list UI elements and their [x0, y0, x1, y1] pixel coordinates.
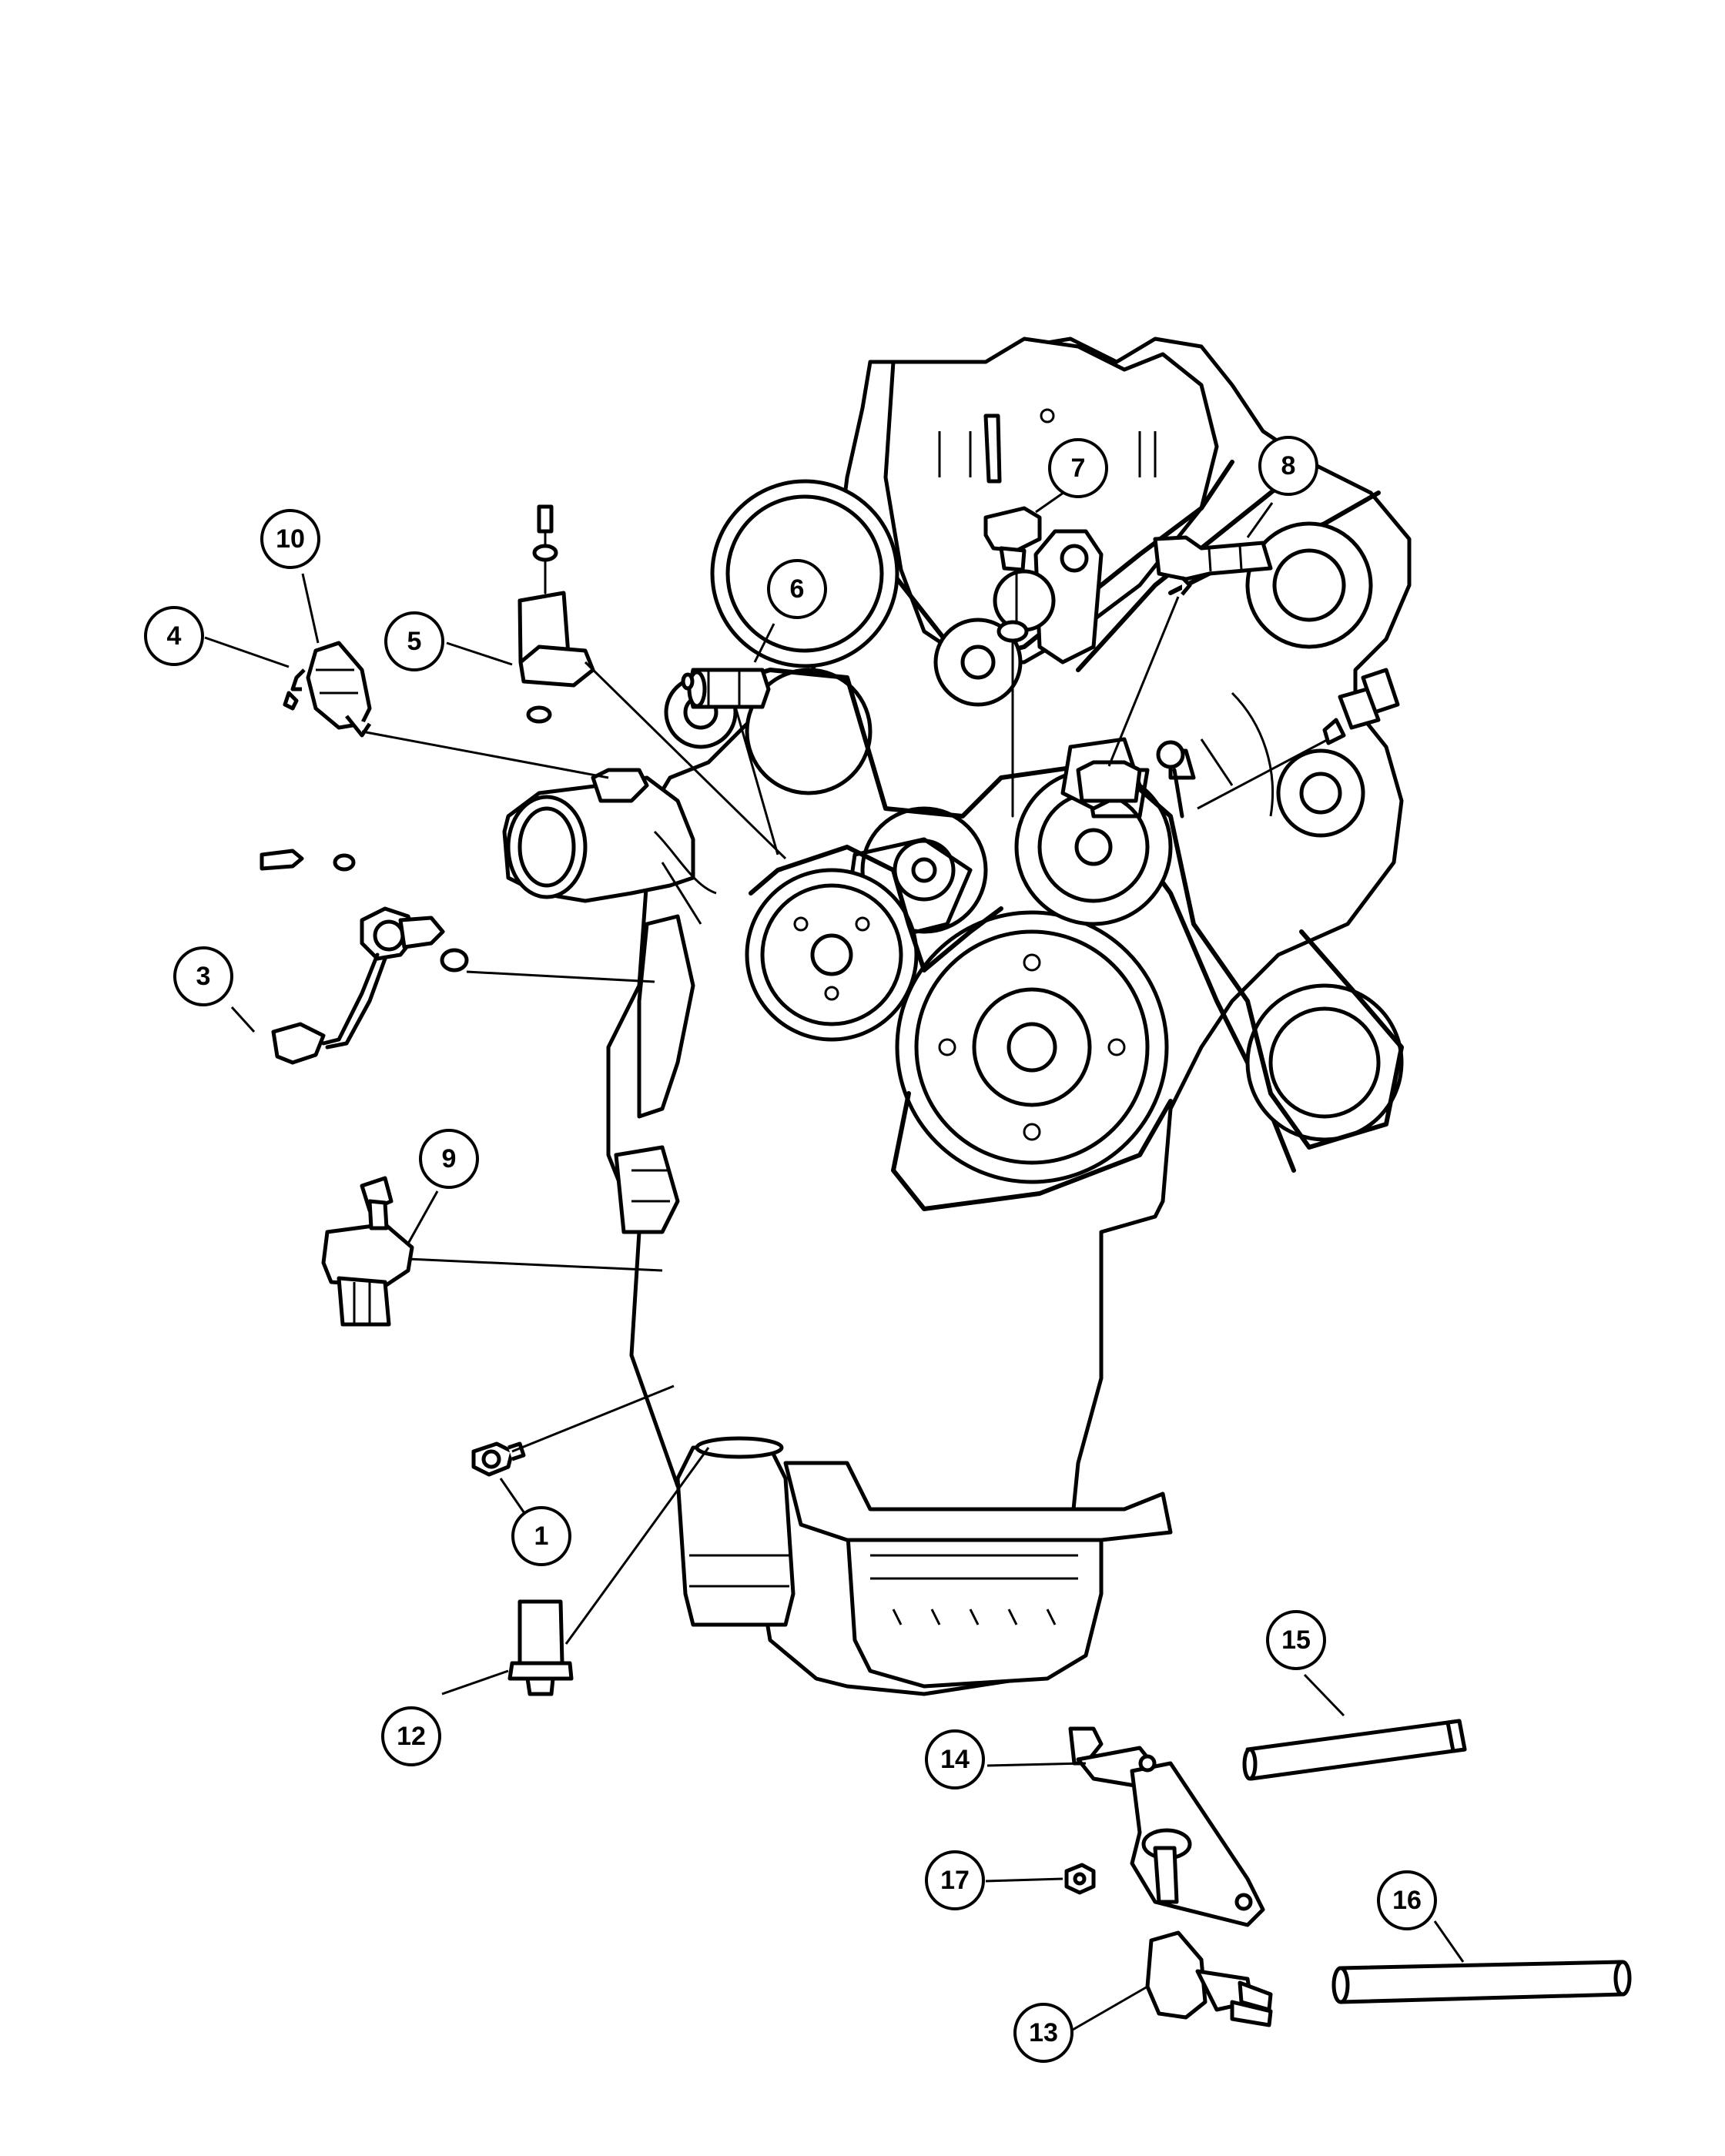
- callout-6: 6: [767, 559, 827, 619]
- part-sensor-3: [260, 849, 469, 1065]
- part-rod-15: [1242, 1719, 1467, 1781]
- part-sensor-7: [983, 413, 1042, 818]
- svg-text:1: 1: [534, 1522, 549, 1551]
- part-sensor-5: [518, 504, 595, 724]
- svg-text:4: 4: [167, 621, 182, 651]
- callout-12: 12: [381, 1706, 441, 1766]
- callout-10: 10: [260, 509, 320, 569]
- svg-text:17: 17: [940, 1866, 970, 1895]
- svg-text:6: 6: [790, 574, 805, 604]
- svg-text:3: 3: [196, 962, 211, 991]
- callout-9: 9: [419, 1129, 479, 1189]
- part-sensor-right: [1322, 668, 1400, 745]
- callout-13: 13: [1013, 2003, 1074, 2063]
- callout-1: 1: [511, 1506, 571, 1566]
- part-sensor-9: [321, 1176, 414, 1327]
- callout-7: 7: [1048, 438, 1108, 498]
- svg-text:9: 9: [442, 1144, 457, 1173]
- part-sensor-6: [681, 668, 771, 709]
- callout-16: 16: [1377, 1870, 1437, 1930]
- callout-4: 4: [144, 606, 204, 666]
- callout-5: 5: [384, 611, 444, 671]
- part-tube-16: [1331, 1960, 1632, 2004]
- part-sensor-13: [1145, 1930, 1273, 2027]
- part-sensor-12: [507, 1599, 574, 1696]
- part-bracket-14: [1068, 1726, 1265, 1927]
- svg-text:7: 7: [1071, 454, 1086, 483]
- callout-3: 3: [173, 946, 233, 1006]
- svg-text:10: 10: [276, 524, 305, 554]
- part-sensor-4-10: [283, 641, 372, 738]
- part-nut-17: [1064, 1863, 1096, 1895]
- callout-14: 14: [925, 1729, 985, 1789]
- svg-text:5: 5: [407, 627, 422, 656]
- leader-lines: [204, 487, 1465, 2031]
- svg-text:8: 8: [1281, 451, 1296, 480]
- callout-15: 15: [1266, 1610, 1326, 1670]
- part-sensor-8: [1153, 535, 1273, 596]
- svg-text:15: 15: [1281, 1625, 1311, 1655]
- svg-text:16: 16: [1392, 1886, 1422, 1915]
- svg-text:14: 14: [940, 1745, 970, 1774]
- svg-text:12: 12: [397, 1722, 426, 1751]
- engine-assembly: [502, 336, 1412, 1696]
- callout-8: 8: [1258, 436, 1318, 496]
- part-sensor-1: [471, 1441, 526, 1477]
- callout-17: 17: [925, 1850, 985, 1910]
- svg-text:13: 13: [1029, 2018, 1058, 2047]
